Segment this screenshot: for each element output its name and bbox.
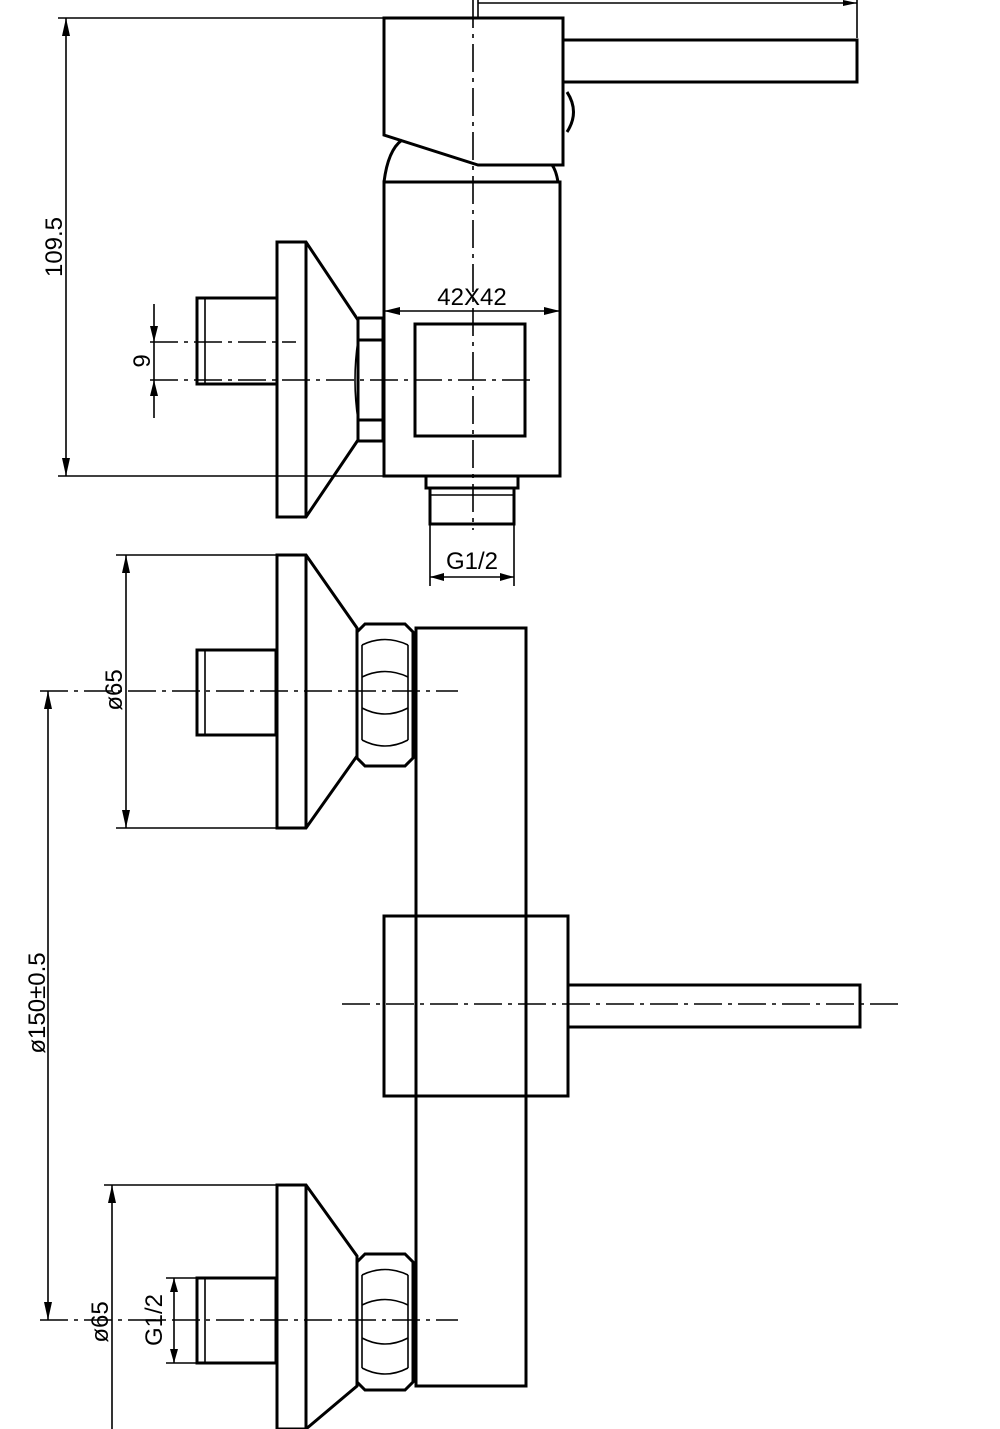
- side-view: 109.5 42X42 9 G1/2: [41, 0, 859, 586]
- dimension-flange-bottom: ø65: [87, 1301, 114, 1342]
- front-cartridge-block: [382, 914, 570, 1098]
- dimension-inlet-thread: G1/2: [141, 1294, 168, 1346]
- dimension-centre-distance: ø150±0.5: [24, 952, 51, 1053]
- bottom-outlet: [424, 476, 520, 490]
- neck-arc-right: [550, 164, 560, 183]
- valve-body: [382, 180, 562, 478]
- dimension-outlet-thread: G1/2: [446, 548, 498, 575]
- lower-connection: [40, 1183, 458, 1429]
- dimension-height: 109.5: [41, 217, 68, 277]
- lower-flange: [275, 1183, 359, 1429]
- dimension-body-section: 42X42: [437, 284, 506, 311]
- front-view: ø65 ø150±0.5 ø65 G1/2: [24, 553, 900, 1429]
- front-lever: [568, 983, 862, 1029]
- neck-arc: [382, 138, 403, 183]
- upper-hex-nut: [355, 622, 415, 768]
- front-bar: [414, 626, 528, 1388]
- lever: [563, 38, 859, 84]
- bottom-outlet-thread: [428, 486, 516, 526]
- side-inlet-pipe: [195, 296, 279, 386]
- dimension-offset: 9: [129, 354, 156, 367]
- lower-hex-nut: [355, 1252, 415, 1392]
- upper-inlet-pipe: [195, 648, 278, 737]
- upper-connection: [40, 553, 458, 830]
- dimension-flange-top: ø65: [101, 669, 128, 710]
- handle-housing: [382, 16, 565, 167]
- lever-knob: [565, 91, 575, 133]
